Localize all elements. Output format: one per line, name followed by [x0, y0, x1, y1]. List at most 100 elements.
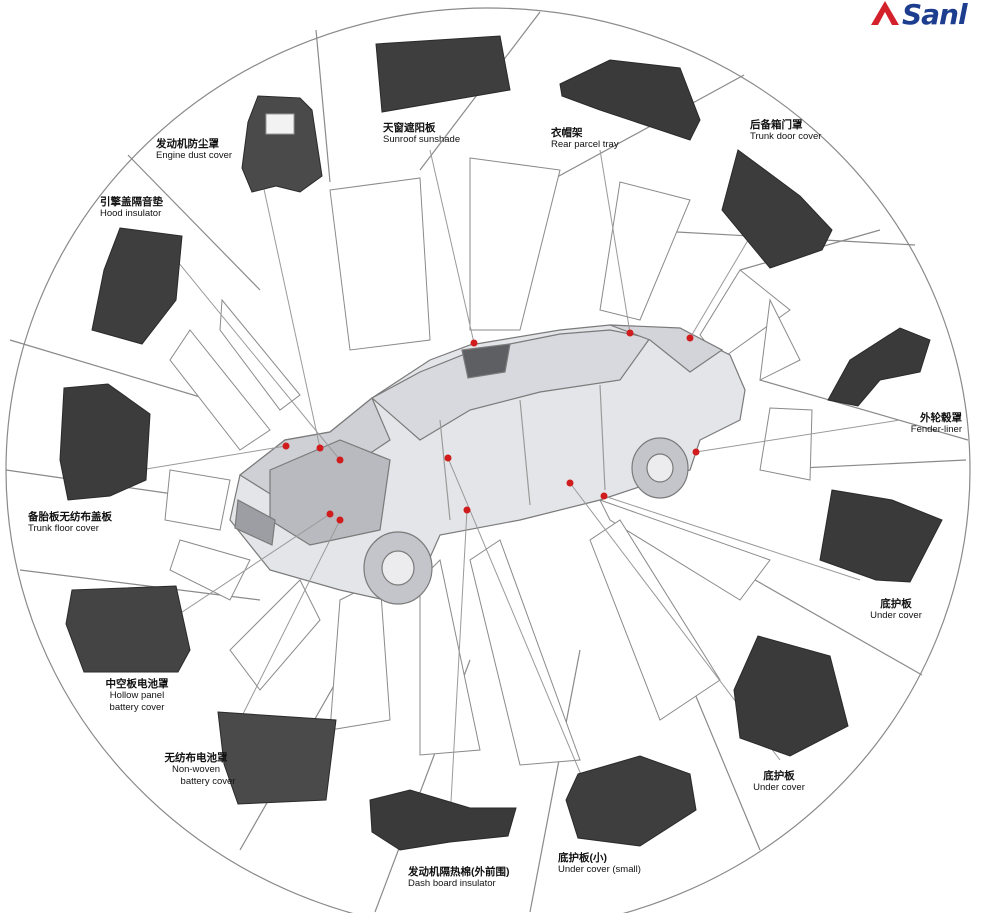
- part-name-zh: 底护板: [880, 598, 912, 610]
- part-label-sunroof-sunshade: 天窗遮阳板 Sunroof sunshade: [383, 122, 460, 146]
- part-name-en: Rear parcel tray: [551, 139, 619, 150]
- leader-line: [261, 179, 321, 449]
- callout-dot: [566, 479, 574, 487]
- leader-line: [229, 519, 341, 741]
- part-name-en: Engine dust cover: [156, 150, 233, 161]
- inner-panel: [759, 298, 801, 381]
- inner-panel: [598, 499, 771, 601]
- part-name-en-line2: battery cover: [180, 776, 236, 787]
- spoke-line: [315, 29, 331, 183]
- part-name-zh: 中空板电池罩: [105, 678, 169, 690]
- leader-line: [603, 495, 861, 581]
- under-cover-2-image: [733, 635, 849, 757]
- engine-dust-cover-sticker: [265, 113, 295, 135]
- hood-insulator-image: [91, 227, 183, 345]
- under-cover-image: [819, 489, 943, 583]
- hollow-panel-battery-cover-image: [65, 585, 191, 673]
- inner-panel: [229, 579, 321, 691]
- part-name-en-line2: battery cover: [109, 702, 165, 713]
- leader-line: [429, 149, 475, 344]
- callout-dot: [326, 510, 334, 518]
- part-name-en: Under cover: [753, 782, 805, 793]
- part-label-hood-insulator: 引擎盖隔音垫 Hood insulator: [100, 196, 163, 220]
- trunk-door-cover-image: [721, 149, 833, 269]
- inner-panel: [329, 177, 431, 351]
- part-label-hollow-panel-battery-cover: 中空板电池罩 Hollow panel battery cover: [106, 678, 169, 714]
- front-wheel-hub: [381, 550, 415, 586]
- rear-wheel-hub: [646, 453, 674, 483]
- callout-dot: [470, 339, 478, 347]
- callout-dot: [600, 492, 608, 500]
- part-name-zh: 底护板(小): [558, 852, 607, 864]
- callout-dot: [626, 329, 634, 337]
- part-name-zh: 底护板: [763, 770, 795, 782]
- inner-panel: [164, 469, 231, 531]
- fender-liner-image: [827, 327, 931, 407]
- inner-panel: [469, 539, 581, 766]
- callout-dot: [282, 442, 290, 450]
- inner-panel: [469, 157, 561, 331]
- leader-line: [159, 239, 341, 461]
- spoke-line: [547, 74, 745, 183]
- inner-panel: [759, 407, 813, 481]
- part-name-en: Hood insulator: [100, 208, 162, 219]
- leader-line: [447, 457, 601, 821]
- part-name-zh: 外轮毂罩: [920, 412, 962, 424]
- spoke-line: [529, 649, 581, 913]
- part-label-dash-board-insulator: 发动机隔热棉(外前围) Dash board insulator: [408, 866, 510, 890]
- part-label-under-cover-small: 底护板(小) Under cover (small): [558, 852, 641, 876]
- car-door-lines: [439, 384, 606, 521]
- inner-panels: [164, 157, 813, 766]
- car-grille: [234, 499, 276, 546]
- part-label-non-woven-battery-cover: 无纺布电池罩 Non-woven battery cover: [157, 752, 236, 788]
- callout-dot: [463, 506, 471, 514]
- callout-dot: [336, 516, 344, 524]
- part-name-en: Trunk door cover: [750, 131, 822, 142]
- inner-panel: [219, 298, 301, 411]
- spoke-line: [9, 339, 211, 401]
- part-name-en: Under cover: [870, 610, 922, 621]
- part-label-trunk-door-cover: 后备箱门罩 Trunk door cover: [750, 119, 821, 143]
- non-woven-battery-cover-image: [217, 711, 337, 805]
- part-illustrations: [59, 35, 943, 851]
- part-name-zh: 衣帽架: [551, 127, 583, 139]
- engine-dust-cover-image: [241, 95, 323, 193]
- callout-dot: [316, 444, 324, 452]
- rear-parcel-tray-image: [559, 59, 701, 141]
- inner-panel: [169, 329, 271, 451]
- part-name-zh: 后备箱门罩: [750, 119, 803, 131]
- part-name-zh: 发动机隔热棉(外前围): [408, 866, 510, 878]
- part-label-fender-liner: 外轮毂罩 Fender-liner: [911, 412, 962, 436]
- part-name-en: Non-woven: [171, 764, 221, 775]
- inner-panel: [169, 539, 251, 601]
- part-name-en: Sunroof sunshade: [383, 134, 461, 145]
- leader-line: [599, 149, 631, 334]
- callout-dot: [692, 448, 700, 456]
- part-name-en: Fender-liner: [910, 424, 962, 435]
- part-name-en: Hollow panel: [109, 690, 165, 701]
- part-name-zh: 备胎板无纺布盖板: [28, 511, 112, 523]
- under-cover-small-image: [565, 755, 697, 847]
- part-name-en: Under cover (small): [558, 864, 641, 875]
- part-label-trunk-floor-cover: 备胎板无纺布盖板 Trunk floor cover: [28, 511, 112, 535]
- trunk-floor-cover-image: [59, 383, 151, 501]
- spoke-line: [759, 379, 969, 441]
- sunroof: [461, 343, 511, 379]
- callout-dot: [686, 334, 694, 342]
- part-name-zh: 天窗遮阳板: [383, 122, 436, 134]
- callout-dot: [336, 456, 344, 464]
- car-cutaway: [229, 324, 746, 605]
- sunroof-sunshade-image: [375, 35, 511, 113]
- triangle-logo-icon: [871, 1, 899, 25]
- part-name-en: Trunk floor cover: [28, 523, 99, 534]
- leader-line: [695, 419, 901, 453]
- leader-line: [449, 509, 468, 821]
- car-trunk: [609, 324, 724, 373]
- brand-logo: Sanl: [870, 0, 984, 31]
- callout-dot: [444, 454, 452, 462]
- part-label-rear-parcel-tray: 衣帽架 Rear parcel tray: [551, 127, 619, 151]
- part-label-under-cover-2: 底护板 Under cover: [753, 770, 805, 794]
- brand-logo-text: Sanl: [902, 0, 968, 31]
